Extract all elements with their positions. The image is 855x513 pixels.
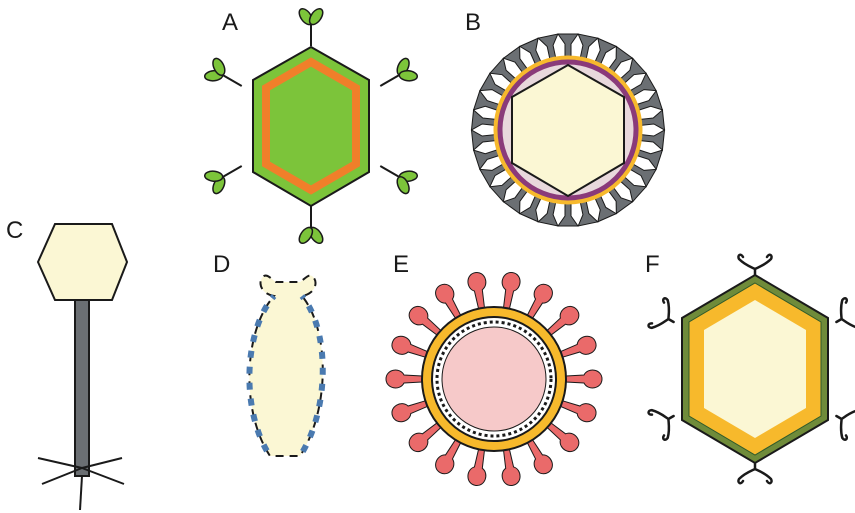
spike (566, 370, 602, 388)
fiber (380, 166, 417, 195)
hook (828, 402, 855, 441)
virus-f (648, 255, 855, 483)
virus-b (471, 34, 664, 226)
fiber (204, 57, 241, 86)
spike (466, 271, 490, 310)
virus-d-body (249, 275, 322, 456)
hook (738, 463, 771, 483)
spike (559, 395, 599, 424)
virus-a (204, 6, 417, 245)
spike (558, 202, 578, 226)
panel-label-c: C (6, 217, 23, 244)
virus-c-tail (75, 300, 89, 476)
panel-label-e: E (393, 251, 409, 278)
spike (389, 334, 429, 363)
fiber (297, 6, 326, 46)
fiber (380, 57, 417, 86)
fiber (297, 206, 326, 246)
virus-c-head (38, 224, 127, 300)
virus-e-core (442, 327, 546, 431)
fiber-knob (204, 170, 223, 182)
fiber-knob (399, 70, 418, 82)
panel-label-d: D (213, 251, 230, 278)
hook (648, 298, 682, 337)
panel-label-a: A (222, 9, 238, 36)
spike (498, 271, 522, 310)
virus-e (386, 271, 602, 487)
hook (738, 255, 771, 275)
hook (828, 298, 855, 337)
spike (466, 448, 490, 487)
spike (558, 34, 578, 58)
hook (648, 402, 682, 441)
virus-d (249, 275, 322, 456)
spike (386, 370, 422, 388)
spike (498, 448, 522, 487)
spike (389, 395, 429, 424)
virus-c (38, 224, 127, 510)
panel-label-b: B (465, 9, 481, 36)
panel-label-f: F (645, 251, 660, 278)
virus-a-capsid-outer (253, 47, 369, 206)
fiber (204, 166, 241, 195)
spike (559, 334, 599, 363)
